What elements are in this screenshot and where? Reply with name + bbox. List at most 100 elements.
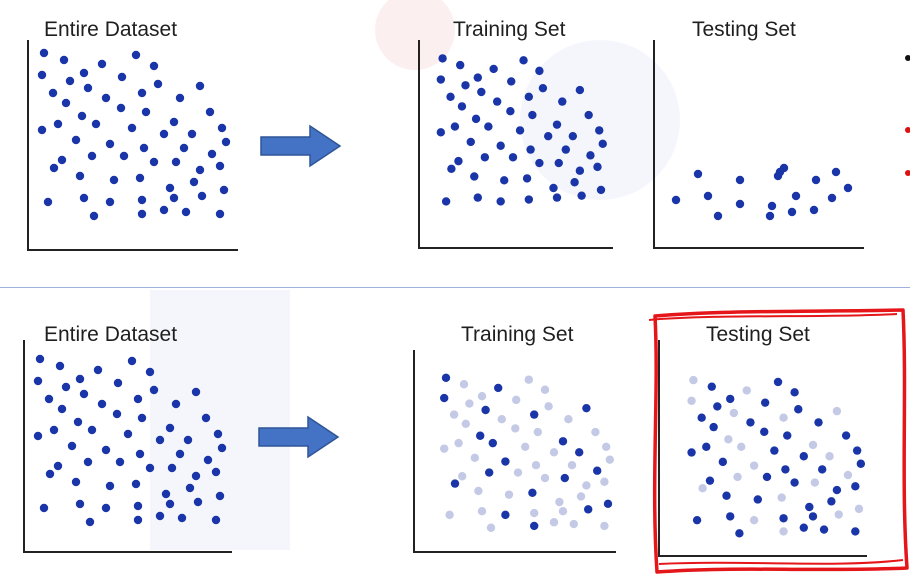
faded-data-point xyxy=(779,527,788,536)
data-point xyxy=(53,119,63,129)
data-point xyxy=(87,151,97,161)
data-point xyxy=(137,195,147,205)
data-point xyxy=(75,499,85,509)
data-point xyxy=(71,477,81,487)
legend-red-dot-icon xyxy=(905,127,910,133)
data-point xyxy=(189,177,199,187)
testing-data-point xyxy=(703,191,713,201)
training-data-point xyxy=(501,457,510,466)
data-point xyxy=(155,435,165,445)
data-point xyxy=(131,479,141,489)
training-data-point xyxy=(454,156,463,166)
testing-data-point xyxy=(811,175,821,185)
training-data-point xyxy=(575,166,585,175)
testing-data-point xyxy=(705,476,715,485)
training-data-point xyxy=(484,122,493,131)
training-data-point xyxy=(524,195,534,204)
data-point xyxy=(175,93,185,103)
training-data-point xyxy=(480,153,490,162)
training-data-point xyxy=(473,73,482,82)
faded-data-point xyxy=(600,477,609,486)
testing-data-point xyxy=(760,427,769,436)
faded-data-point xyxy=(825,452,834,461)
faded-data-point xyxy=(564,415,573,424)
top-entire-dataset-title: Entire Dataset xyxy=(44,18,178,41)
faded-data-point xyxy=(540,473,550,483)
bottom-testing-set-plot xyxy=(658,340,867,557)
faded-data-point xyxy=(555,497,564,507)
faded-data-point xyxy=(449,410,459,419)
data-point xyxy=(193,497,203,507)
training-data-point xyxy=(500,176,509,185)
testing-data-point xyxy=(726,512,735,521)
testing-data-point xyxy=(709,422,718,432)
data-point xyxy=(57,155,67,165)
training-data-point xyxy=(515,126,525,135)
testing-data-point xyxy=(818,465,827,474)
training-data-point xyxy=(561,145,570,154)
faded-data-point xyxy=(440,444,449,453)
bottom-testing-set-title: Testing Set xyxy=(706,323,810,346)
data-point xyxy=(83,457,93,467)
data-point xyxy=(79,193,89,203)
training-data-point xyxy=(544,131,553,141)
testing-data-point xyxy=(787,207,797,217)
faded-data-point xyxy=(458,472,467,481)
top-testing-set-plot xyxy=(653,40,864,249)
data-point xyxy=(67,441,77,451)
data-point xyxy=(87,425,97,435)
testing-data-point xyxy=(851,527,860,536)
data-point xyxy=(109,175,119,185)
faded-data-point xyxy=(567,461,577,470)
faded-data-point xyxy=(569,519,578,529)
bottom-training-set-title: Training Set xyxy=(461,323,574,346)
data-point xyxy=(59,55,69,65)
data-point xyxy=(215,491,225,501)
training-data-point xyxy=(492,97,502,106)
training-data-point xyxy=(595,126,604,135)
data-point xyxy=(191,471,201,481)
data-point xyxy=(211,515,221,525)
data-point xyxy=(116,103,126,113)
faded-data-point xyxy=(459,380,469,389)
data-point xyxy=(207,149,217,159)
training-data-point xyxy=(496,197,505,206)
testing-data-point xyxy=(856,459,866,468)
faded-data-point xyxy=(477,392,487,401)
data-point xyxy=(35,354,45,364)
axis-lines xyxy=(653,40,864,249)
testing-data-point xyxy=(746,418,755,427)
faded-data-point xyxy=(591,427,600,437)
data-point xyxy=(127,123,137,133)
testing-data-point xyxy=(791,191,801,201)
axis-lines xyxy=(27,40,238,251)
training-data-point xyxy=(528,488,537,497)
bottom-training-set-plot xyxy=(413,350,616,553)
training-data-point xyxy=(598,139,607,149)
testing-data-point xyxy=(775,167,785,177)
training-data-point xyxy=(584,110,593,120)
faded-data-point xyxy=(779,413,788,422)
data-point xyxy=(203,455,213,465)
training-data-point xyxy=(470,172,479,181)
training-data-point xyxy=(485,468,494,477)
data-point xyxy=(175,449,185,459)
data-point xyxy=(145,463,155,473)
testing-data-point xyxy=(713,402,722,411)
faded-data-point xyxy=(549,448,559,457)
data-point xyxy=(73,417,83,427)
data-point xyxy=(117,72,127,82)
faded-data-point xyxy=(470,453,479,463)
training-data-point xyxy=(568,131,578,141)
data-point xyxy=(105,481,115,491)
bottom-arrow-icon xyxy=(258,415,340,459)
training-data-point xyxy=(488,438,497,448)
top-entire-dataset-plot xyxy=(27,40,238,251)
training-data-point xyxy=(593,466,602,475)
data-point xyxy=(155,511,165,521)
data-point xyxy=(195,165,205,175)
data-point xyxy=(197,191,207,201)
data-point xyxy=(55,361,65,371)
data-point xyxy=(169,117,179,127)
training-data-point xyxy=(489,64,498,74)
